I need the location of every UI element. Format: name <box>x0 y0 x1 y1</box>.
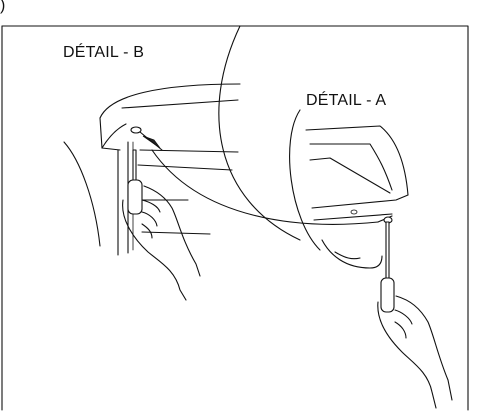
frame-border <box>1 25 469 411</box>
detail-b-housing-edge <box>99 117 121 151</box>
detail-b-screwdriver-handle <box>127 179 143 215</box>
detail-a-base <box>321 239 383 269</box>
detail-b-label: DÉTAIL - B <box>63 44 145 61</box>
detail-b-panel <box>63 141 101 247</box>
detail-b-screw <box>130 126 142 134</box>
detail-b-housing-top <box>99 83 241 119</box>
detail-a-view <box>305 125 453 409</box>
detail-a-screwdriver-shaft <box>385 221 390 285</box>
detail-a-hand <box>377 301 437 409</box>
detail-b-housing-inner <box>121 99 239 109</box>
detail-a-label: DÉTAIL - A <box>306 92 387 109</box>
detail-b-callout-arc <box>218 25 301 241</box>
detail-a-housing-top <box>305 125 409 196</box>
detail-b-view <box>63 83 241 301</box>
detail-a-callout-arc <box>289 109 321 251</box>
detail-connector-curve <box>151 149 379 225</box>
corner-mark: ) <box>0 0 6 14</box>
detail-a-screwdriver-handle <box>380 277 395 313</box>
detail-b-hand <box>122 199 187 301</box>
detail-a-housing-lip <box>311 194 409 209</box>
